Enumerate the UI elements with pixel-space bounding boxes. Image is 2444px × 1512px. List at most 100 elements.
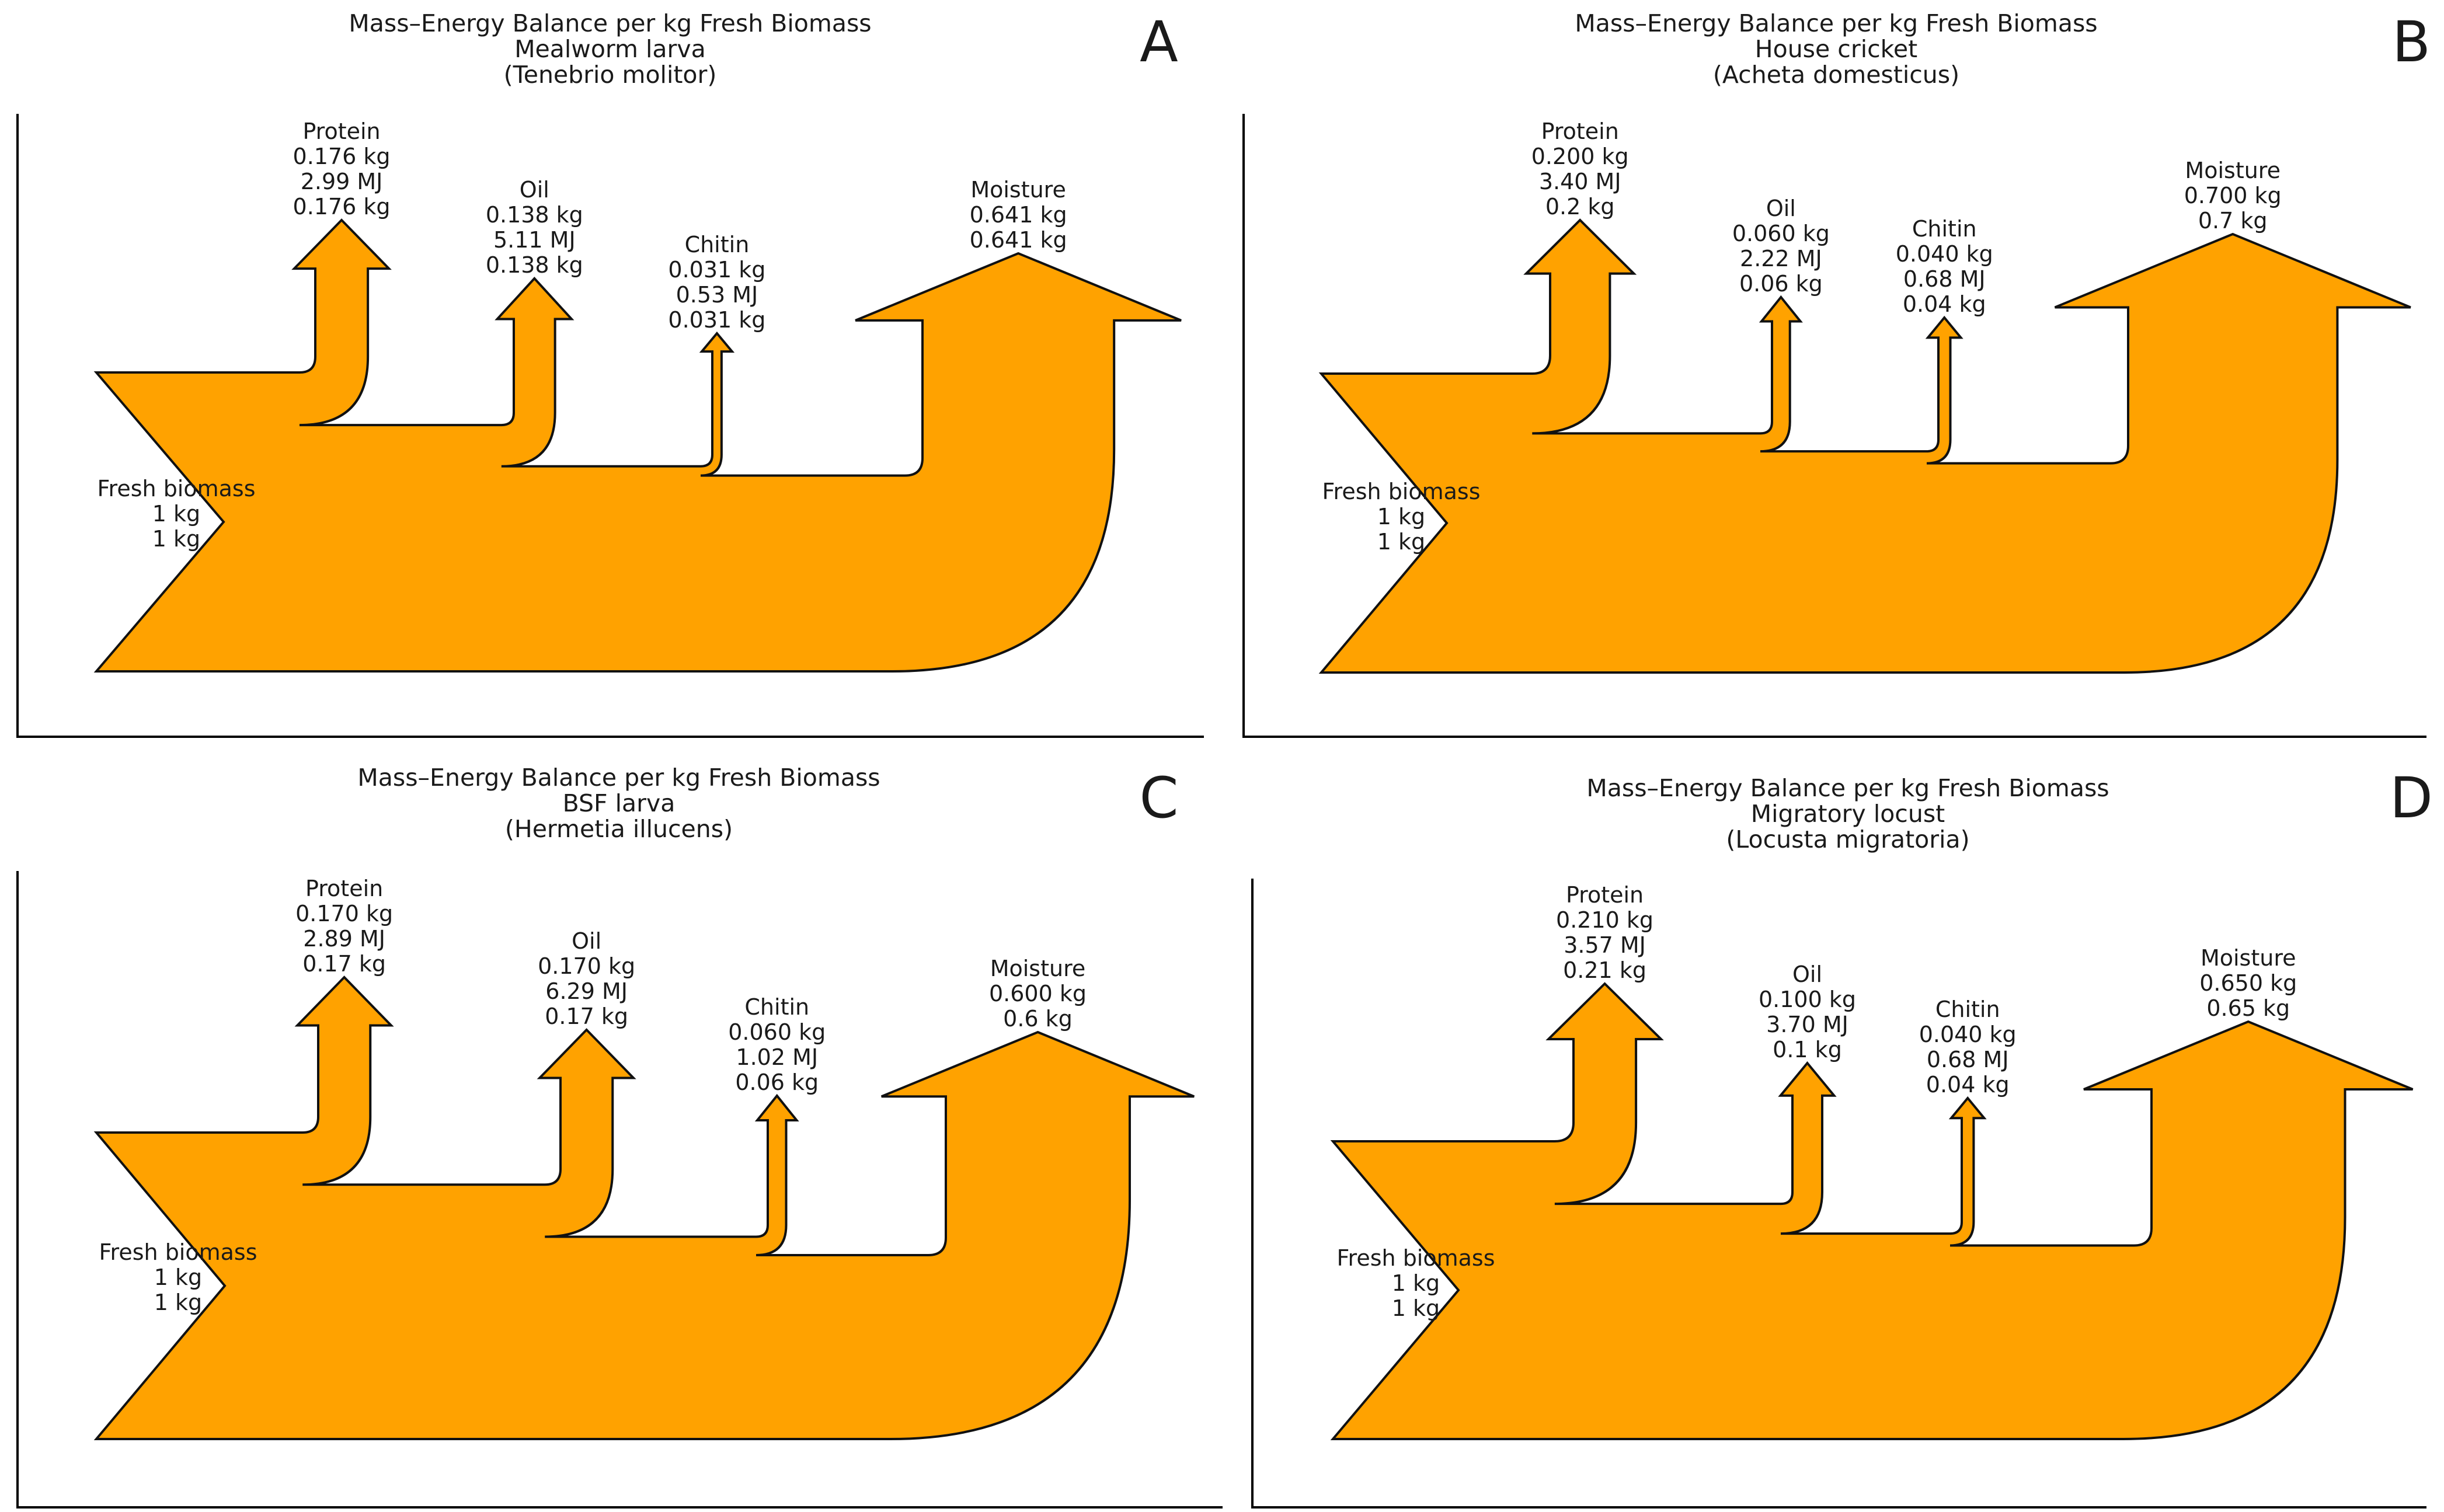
output-label-line: 0.17 kg <box>302 951 386 977</box>
input-label-line: 1 kg <box>152 526 200 552</box>
sankey-flow-a <box>93 218 1182 673</box>
panel-title-line: BSF larva <box>563 789 676 817</box>
output-label-line: Moisture <box>2185 158 2281 183</box>
output-label-line: 1.02 MJ <box>736 1044 818 1070</box>
output-label-line: 2.99 MJ <box>301 169 383 194</box>
output-label-line: 0.65 kg <box>2206 995 2290 1021</box>
input-label-line: Fresh biomass <box>97 476 255 501</box>
panel-title-line: (Hermetia illucens) <box>505 815 733 843</box>
output-label-line: 0.031 kg <box>668 257 765 283</box>
sankey-flow-c <box>93 976 1195 1440</box>
input-label-line: 1 kg <box>1377 529 1425 555</box>
output-label-line: 0.100 kg <box>1759 987 1856 1012</box>
output-label-line: 0.650 kg <box>2199 970 2297 996</box>
input-label-line: 1 kg <box>154 1264 202 1290</box>
output-label-line: 0.641 kg <box>970 202 1067 228</box>
input-label-line: 1 kg <box>154 1290 202 1315</box>
sankey-panel-c: Mass–Energy Balance per kg Fresh Biomass… <box>16 764 1223 1508</box>
output-label-line: 0.200 kg <box>1531 144 1629 169</box>
panel-title-line: Migratory locust <box>1751 800 1945 828</box>
input-label-line: Fresh biomass <box>99 1239 257 1265</box>
input-label-line: 1 kg <box>1377 504 1425 529</box>
output-label-line: 0.6 kg <box>1003 1006 1073 1032</box>
output-label-line: 0.68 MJ <box>1903 266 1986 292</box>
output-label-line: 0.68 MJ <box>1927 1047 2009 1072</box>
output-label-line: Protein <box>1566 882 1644 908</box>
output-label-line: 0.17 kg <box>545 1004 628 1029</box>
axes-frame <box>1242 114 2426 738</box>
output-label-line: 0.060 kg <box>1732 221 1830 246</box>
sankey-flow-b <box>1318 218 2411 674</box>
output-label-line: 0.1 kg <box>1773 1037 1842 1062</box>
panel-title-line: (Tenebrio molitor) <box>504 61 717 89</box>
output-label-line: Moisture <box>970 177 1066 203</box>
output-label-line: 0.170 kg <box>295 901 393 926</box>
output-label-line: Chitin <box>685 232 750 257</box>
panel-title-line: (Locusta migratoria) <box>1726 825 1969 853</box>
output-label-line: 0.700 kg <box>2184 183 2282 208</box>
output-label-line: 0.031 kg <box>668 307 765 333</box>
output-label-line: 5.11 MJ <box>493 227 576 253</box>
output-label-line: Oil <box>1766 196 1796 221</box>
output-label-line: Moisture <box>2201 945 2296 971</box>
panels-container: Mass–Energy Balance per kg Fresh Biomass… <box>16 9 2433 1508</box>
panel-letter: D <box>2390 765 2433 831</box>
output-label-line: Chitin <box>1912 216 1977 242</box>
output-label-line: 0.060 kg <box>728 1019 826 1045</box>
output-label-line: 0.138 kg <box>486 202 583 228</box>
output-label-line: 0.21 kg <box>1563 957 1646 983</box>
input-label-line: Fresh biomass <box>1336 1245 1495 1271</box>
output-label-line: Chitin <box>744 994 809 1020</box>
panel-title-line: Mass–Energy Balance per kg Fresh Biomass <box>349 9 871 37</box>
sankey-panel-b: Mass–Energy Balance per kg Fresh Biomass… <box>1242 9 2431 738</box>
output-label-line: 0.2 kg <box>1545 194 1615 220</box>
output-label-line: Protein <box>302 119 380 144</box>
axes-frame <box>16 114 1204 738</box>
panel-title: Mass–Energy Balance per kg Fresh Biomass… <box>1586 774 2109 853</box>
panel-title-line: (Acheta domesticus) <box>1713 61 1959 89</box>
sankey-panel-d: Mass–Energy Balance per kg Fresh Biomass… <box>1251 765 2433 1508</box>
sankey-panel-a: Mass–Energy Balance per kg Fresh Biomass… <box>16 9 1204 738</box>
panel-title-line: Mass–Energy Balance per kg Fresh Biomass <box>357 764 880 792</box>
panel-title: Mass–Energy Balance per kg Fresh Biomass… <box>349 9 871 89</box>
output-label-line: 2.89 MJ <box>303 926 385 952</box>
output-label-line: 0.138 kg <box>486 252 583 278</box>
output-label-line: 0.176 kg <box>293 144 391 169</box>
panel-title: Mass–Energy Balance per kg Fresh Biomass… <box>357 764 880 843</box>
output-label-line: Chitin <box>1935 997 2000 1022</box>
output-label-line: 0.53 MJ <box>676 282 758 308</box>
input-label-line: 1 kg <box>152 501 200 527</box>
output-label-line: Protein <box>305 876 383 901</box>
input-label-line: Fresh biomass <box>1322 479 1480 504</box>
panel-letter: A <box>1140 9 1178 75</box>
output-label-line: 0.04 kg <box>1903 291 1986 317</box>
input-label-line: 1 kg <box>1392 1295 1440 1321</box>
panel-title-line: Mass–Energy Balance per kg Fresh Biomass <box>1586 774 2109 802</box>
sankey-flow-d <box>1330 982 2414 1440</box>
axes-frame <box>16 871 1223 1508</box>
output-label-line: 0.641 kg <box>970 227 1067 253</box>
output-label-line: 0.7 kg <box>2198 208 2268 234</box>
output-label-line: 0.170 kg <box>538 953 635 979</box>
panel-title-line: Mealworm larva <box>514 35 706 63</box>
panel-title-line: Mass–Energy Balance per kg Fresh Biomass <box>1575 9 2097 37</box>
output-label-line: Oil <box>520 177 549 203</box>
output-label-line: 0.176 kg <box>293 194 391 220</box>
input-label-line: 1 kg <box>1392 1270 1440 1296</box>
